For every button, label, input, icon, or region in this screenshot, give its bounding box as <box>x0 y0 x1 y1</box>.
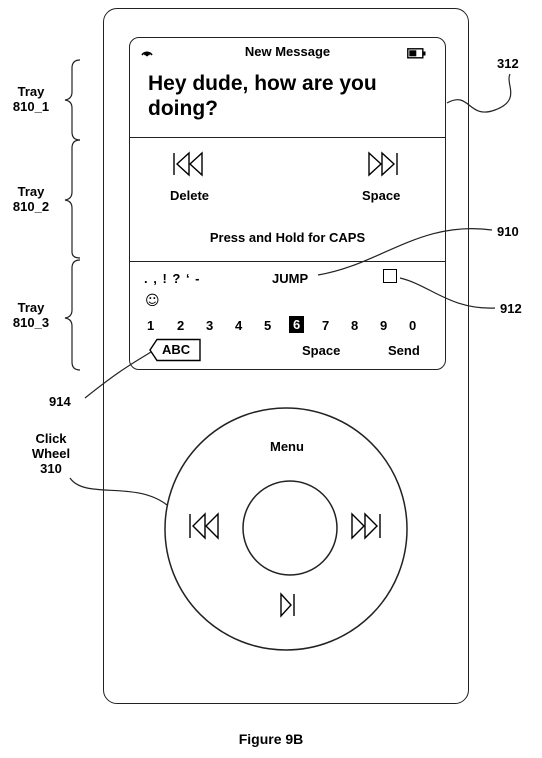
ref-312-label: 312 <box>497 56 519 71</box>
signal-icon <box>140 44 154 62</box>
digit-key[interactable]: 2 <box>177 318 185 333</box>
screen-title: New Message <box>244 44 331 59</box>
leader-312 <box>446 73 512 113</box>
digit-key[interactable]: 9 <box>380 318 388 333</box>
digit-row: 1 2 3 4 5 6 7 8 9 0 <box>142 316 432 335</box>
wheel-forward-icon <box>351 512 381 540</box>
figure-caption: Figure 9B <box>238 731 304 747</box>
tray-810-2-brace <box>64 139 81 259</box>
punctuation-row[interactable]: . , ! ? ‘ - <box>144 271 201 286</box>
ref-910-label: 910 <box>497 224 519 239</box>
smiley-icon[interactable]: ☺ <box>145 293 160 309</box>
leader-912 <box>399 277 496 309</box>
send-button[interactable]: Send <box>388 343 420 358</box>
digit-key[interactable]: 5 <box>264 318 272 333</box>
wheel-play-icon <box>280 592 295 618</box>
tray-810-1-brace <box>64 59 81 141</box>
digit-key[interactable]: 1 <box>147 318 155 333</box>
digit-key[interactable]: 7 <box>322 318 330 333</box>
device-body <box>103 8 469 704</box>
leader-click-wheel <box>69 477 168 506</box>
selection-box-icon[interactable] <box>383 269 397 283</box>
ref-912-label: 912 <box>500 301 522 316</box>
jump-button[interactable]: JUMP <box>272 271 309 286</box>
ref-914-label: 914 <box>49 394 71 409</box>
battery-icon <box>407 46 427 64</box>
digit-key[interactable]: 4 <box>235 318 243 333</box>
delete-button[interactable]: Delete <box>170 188 210 203</box>
space-key[interactable]: Space <box>302 343 341 358</box>
rewind-icon[interactable] <box>172 151 206 182</box>
caps-hint: Press and Hold for CAPS <box>209 230 366 245</box>
leader-910 <box>317 228 493 276</box>
device-screen: New Message Hey dude, how are you doing?… <box>129 37 446 370</box>
center-button <box>242 480 338 576</box>
tray-810-3-brace <box>64 259 81 371</box>
forward-icon[interactable] <box>366 151 400 182</box>
leader-914 <box>84 351 152 399</box>
click-wheel-label: Click Wheel 310 <box>31 431 71 476</box>
tray-divider <box>130 137 445 138</box>
abc-tab-shape <box>148 338 202 367</box>
abc-button[interactable]: ABC <box>162 342 191 357</box>
digit-key[interactable]: 8 <box>351 318 359 333</box>
wheel-rewind-icon <box>189 512 219 540</box>
click-wheel <box>164 407 408 651</box>
message-text: Hey dude, how are you doing? <box>148 72 377 120</box>
tray-divider <box>130 261 445 262</box>
digit-key[interactable]: 0 <box>409 318 417 333</box>
digit-key-selected[interactable]: 6 <box>289 316 305 333</box>
digit-key[interactable]: 3 <box>206 318 214 333</box>
space-button[interactable]: Space <box>362 188 401 203</box>
wheel-menu-label[interactable]: Menu <box>270 439 304 454</box>
